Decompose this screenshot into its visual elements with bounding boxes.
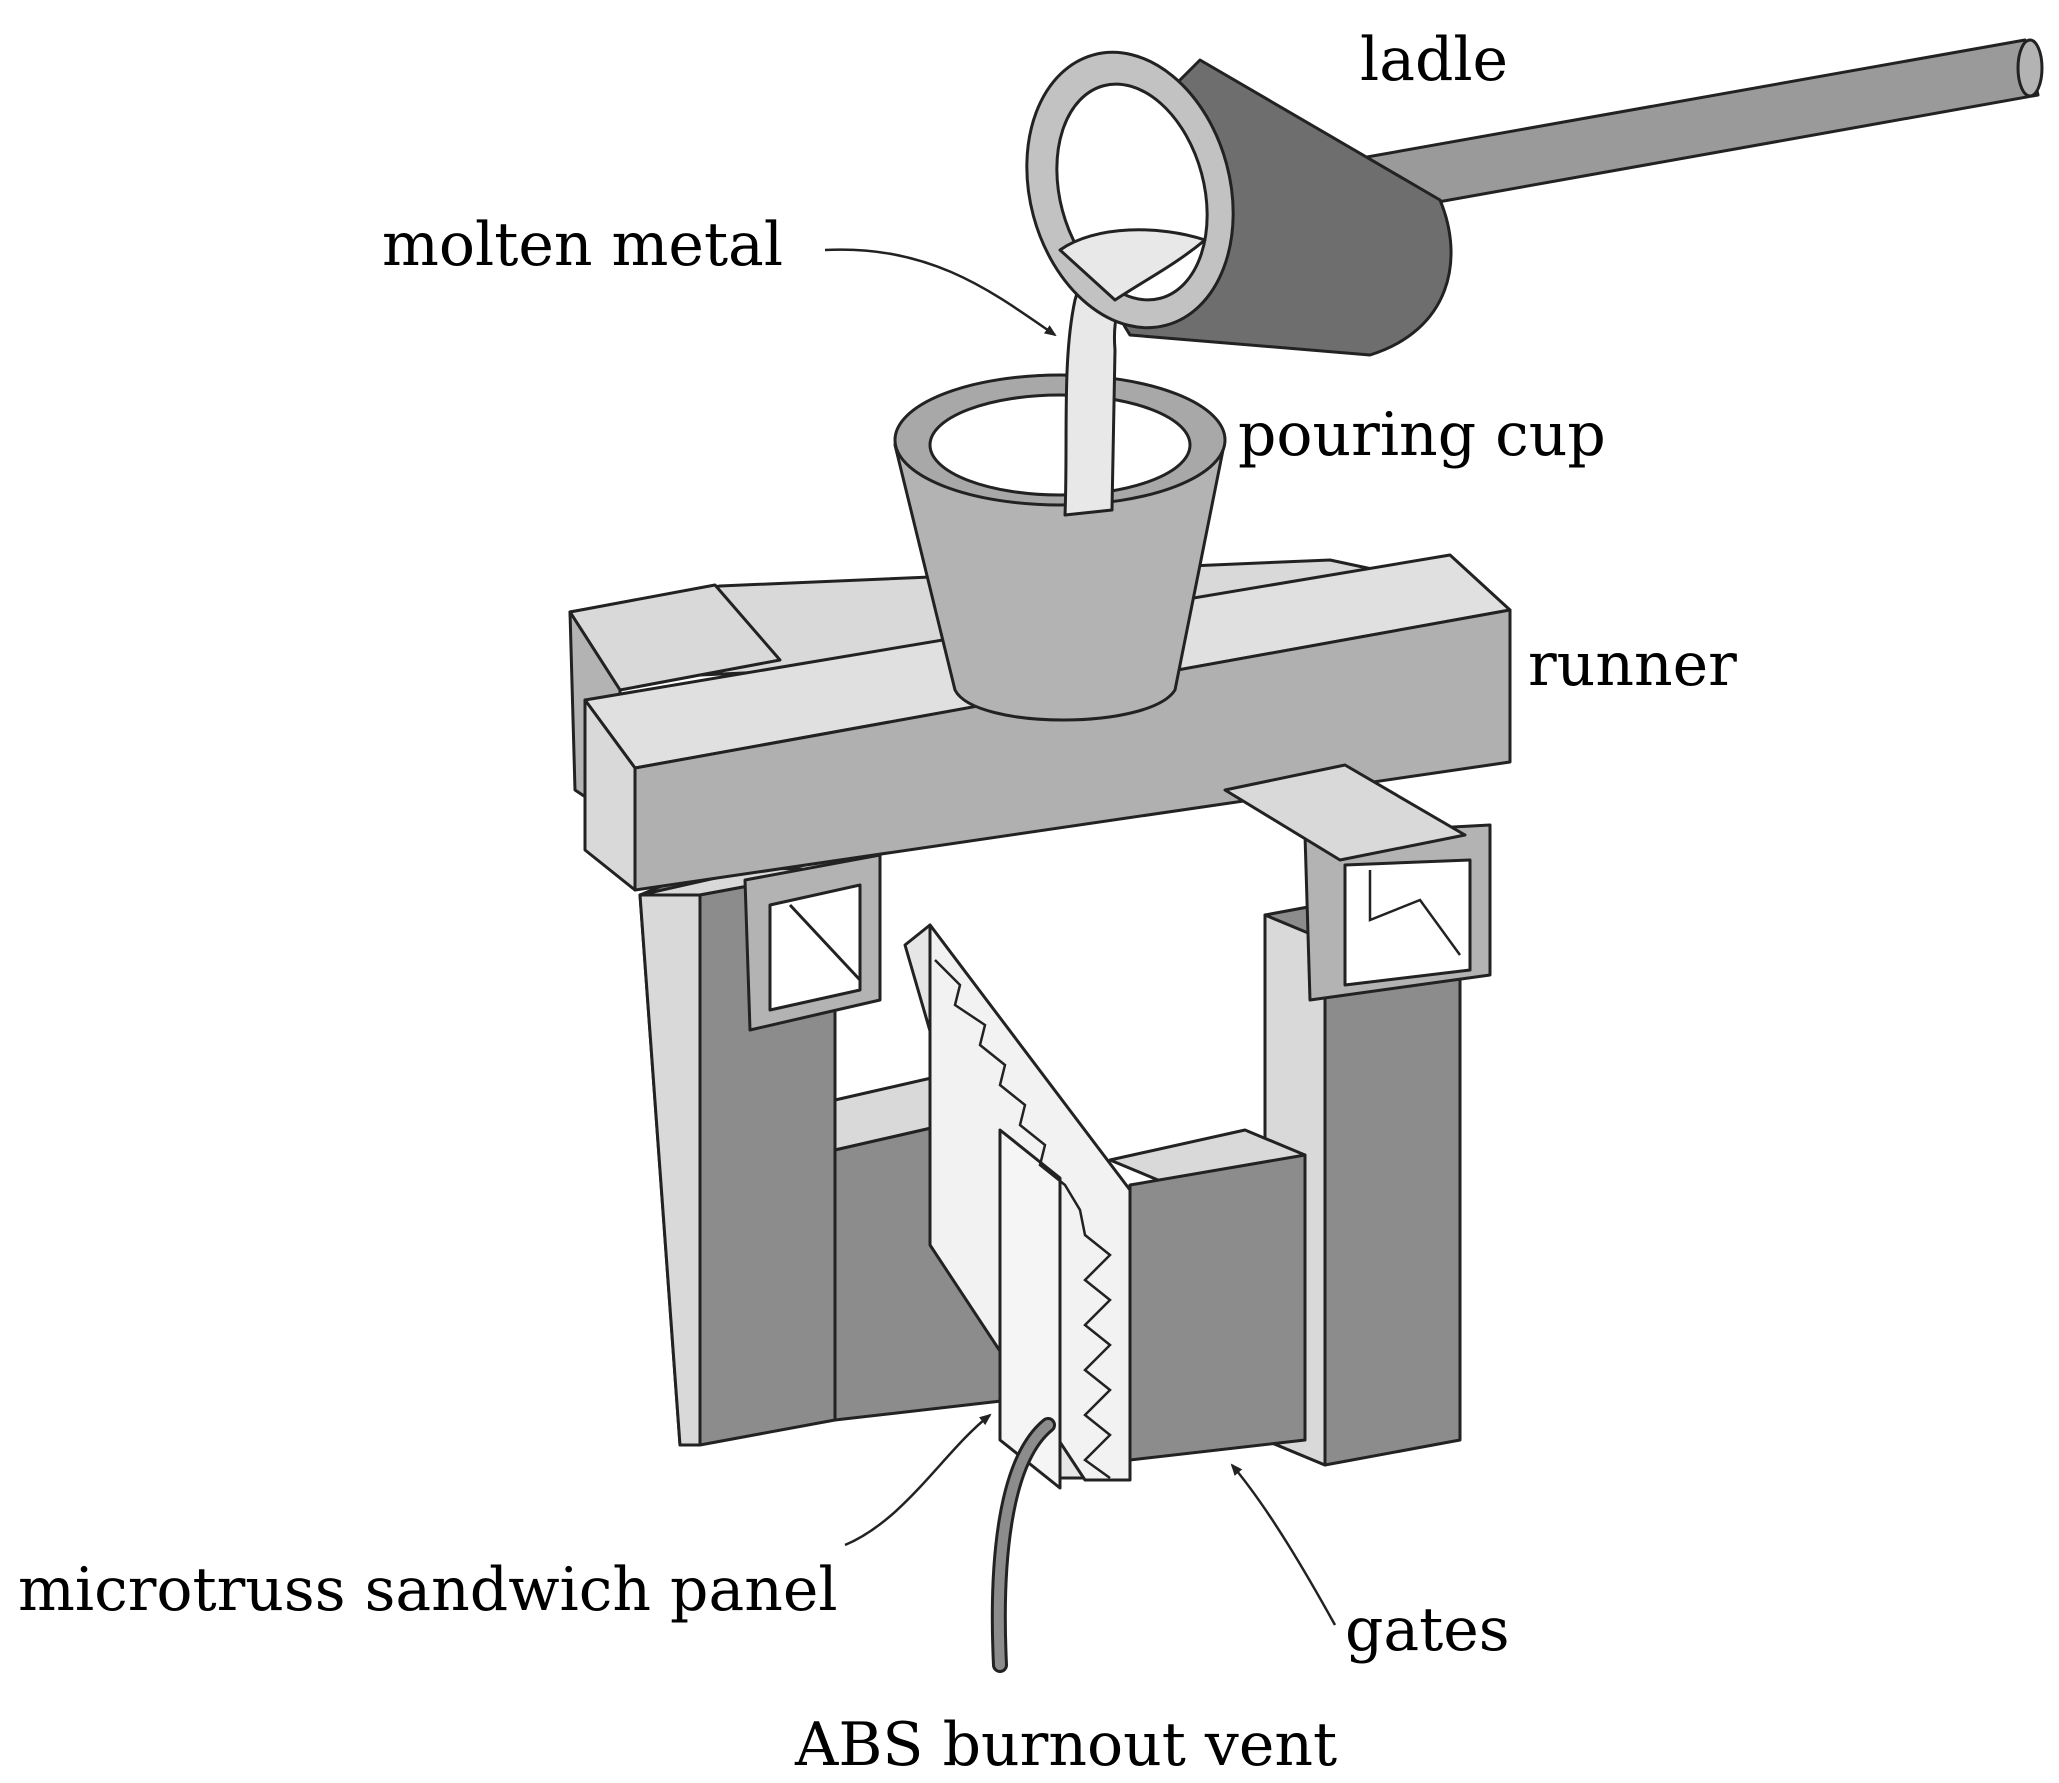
label-pouring-cup: pouring cup xyxy=(1238,400,1606,470)
ladle xyxy=(1025,38,2044,357)
left-sprue-post xyxy=(638,866,837,1447)
label-gates: gates xyxy=(1345,1595,1510,1665)
label-runner: runner xyxy=(1528,630,1737,700)
right-runner-port xyxy=(1303,823,1492,1002)
label-microtruss-sandwich-panel: microtruss sandwich panel xyxy=(18,1555,838,1625)
microtruss-panel-leader xyxy=(844,1413,992,1547)
molten-metal-leader xyxy=(824,248,1057,337)
label-molten-metal: molten metal xyxy=(382,210,783,280)
left-runner-port xyxy=(743,853,882,1032)
gates-leader xyxy=(1230,1463,1337,1626)
pouring-cup xyxy=(893,373,1227,722)
microtruss-sandwich-panel xyxy=(903,923,1132,1490)
label-abs-burnout-vent: ABS burnout vent xyxy=(794,1710,1337,1780)
label-ladle: ladle xyxy=(1360,25,1508,95)
